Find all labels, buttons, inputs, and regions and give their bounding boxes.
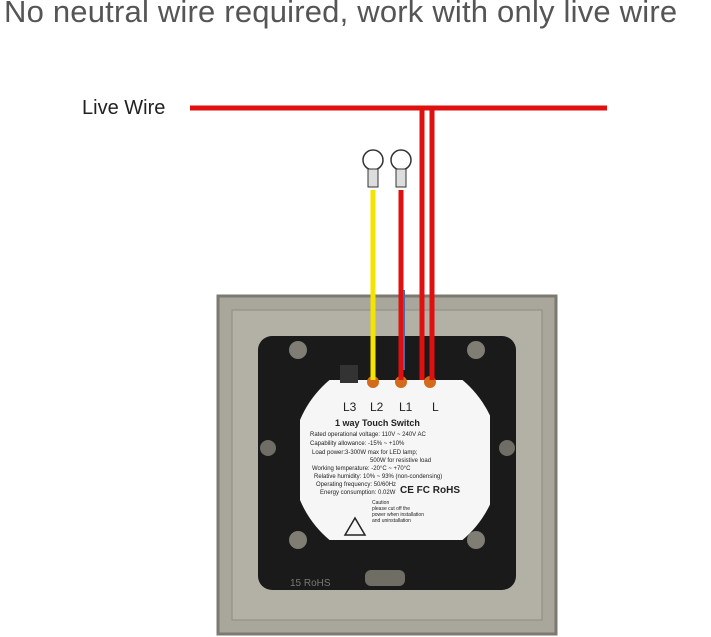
terminal-l2: L2 [370,400,384,414]
terminal-l: L [432,400,439,414]
terminal-l1: L1 [399,400,413,414]
bulb-icon [390,149,412,188]
caution-text: power when installation [372,512,424,518]
spec-line: 500W for resistive load [370,458,432,464]
title: No neutral wire required, work with only… [4,0,678,29]
spec-line: Operating frequency: 50/60Hz [316,482,397,488]
spec-line: Load power:3-300W max for LED lamp; [312,450,418,456]
spec-line: Relative humidity: 10% ~ 93% (non-conden… [314,474,443,480]
terminal-l3: L3 [343,400,357,414]
spec-line: Energy consumption: 0.02W [320,490,396,496]
certification-marks: CE FC RoHS [400,485,460,496]
spec-line: Working temperature: -20°C ~ +70°C [312,466,411,472]
bulb-icon [362,149,384,188]
label-heading: 1 way Touch Switch [335,418,420,428]
plate-marking: 15 RoHS [290,578,331,589]
caution-text: and uninstallation [372,518,411,524]
caution-text: please cut off the [372,506,410,512]
spec-line: Capability allowance: -15% ~ +10% [310,441,405,447]
spec-line: Rated operational voltage: 110V ~ 240V A… [310,432,426,438]
wires [190,105,607,380]
switch-plate [216,294,558,636]
caution-text: Caution [372,500,390,506]
spec-label [300,380,490,540]
warning-icon [343,516,367,536]
live-wire-label: Live Wire [82,97,166,119]
